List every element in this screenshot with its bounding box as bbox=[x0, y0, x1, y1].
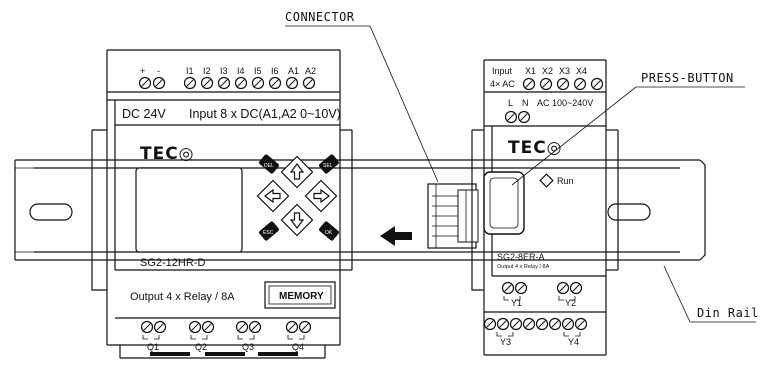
memory-label: MEMORY bbox=[279, 291, 324, 302]
terminal-label: Y4 bbox=[568, 337, 579, 347]
terminal-label: Q4 bbox=[292, 342, 304, 352]
press-button-callout: PRESS-BUTTON bbox=[511, 71, 745, 186]
brand-logo: TEC◎ bbox=[508, 138, 563, 158]
output-label: Output 4 x Relay / 8A bbox=[497, 264, 550, 270]
key-label: DEL bbox=[264, 163, 274, 169]
terminal-label: L bbox=[508, 98, 513, 108]
run-indicator-icon bbox=[539, 173, 554, 188]
terminal-label: Q3 bbox=[242, 342, 254, 352]
connector bbox=[427, 183, 479, 249]
terminal-label: N bbox=[522, 98, 529, 108]
key-label: OK bbox=[325, 230, 333, 236]
sel-key[interactable] bbox=[318, 154, 340, 175]
arrow-up-icon bbox=[289, 163, 305, 180]
expansion-module: Input 4× AC X1 X2 X3 X4 L N AC 100~240V … bbox=[471, 59, 619, 356]
terminal-label: A1 bbox=[288, 66, 299, 76]
left-key[interactable] bbox=[256, 179, 290, 213]
terminal-label: I5 bbox=[254, 66, 262, 76]
down-key[interactable] bbox=[280, 203, 314, 237]
terminal-label: Y3 bbox=[500, 337, 511, 347]
input-type-label: 4× AC bbox=[490, 79, 515, 89]
input-label: Input bbox=[492, 66, 513, 76]
terminal-label: Y1 bbox=[511, 298, 522, 308]
power-label: AC 100~240V bbox=[537, 98, 593, 108]
arrow-down-icon bbox=[289, 212, 305, 229]
press-button-label: PRESS-BUTTON bbox=[641, 71, 734, 85]
terminal-label: A2 bbox=[305, 66, 316, 76]
up-key[interactable] bbox=[280, 155, 314, 189]
terminal-label: + bbox=[140, 66, 145, 76]
brand-logo: TEC◎ bbox=[140, 144, 195, 164]
keypad: DEL SEL ESC OK bbox=[256, 154, 340, 242]
main-plc-unit: + - I1 I2 I3 I4 I5 I6 A1 A2 DC 24V Input… bbox=[91, 49, 353, 359]
arrow-right-icon bbox=[313, 188, 330, 204]
del-key[interactable] bbox=[258, 154, 280, 175]
key-label: SEL bbox=[323, 163, 333, 169]
model-label: SG2-8ER-A bbox=[497, 252, 545, 262]
run-label: Run bbox=[557, 176, 574, 186]
input-label: Input 8 x DC(A1,A2 0~10V) bbox=[189, 107, 341, 121]
model-label: SG2-12HR-D bbox=[140, 257, 205, 269]
lcd-screen bbox=[135, 167, 243, 253]
power-label: DC 24V bbox=[122, 107, 166, 121]
key-label: ESC bbox=[263, 230, 274, 236]
terminal-label: I3 bbox=[220, 66, 228, 76]
arrow-left-icon bbox=[264, 188, 281, 204]
input-screw-terminals bbox=[522, 77, 604, 91]
left-arrow-icon bbox=[380, 226, 412, 246]
din-rail bbox=[14, 159, 706, 261]
connector-label: CONNECTOR bbox=[285, 10, 355, 24]
terminal-label: X3 bbox=[559, 66, 570, 76]
power-screw-terminals bbox=[504, 110, 531, 124]
terminal-label: Q1 bbox=[147, 342, 159, 352]
din-rail-label: Din Rail bbox=[697, 306, 759, 320]
terminal-label: I6 bbox=[271, 66, 279, 76]
terminal-label: X2 bbox=[542, 66, 553, 76]
top-screw-terminals bbox=[138, 76, 316, 90]
terminal-label: Q2 bbox=[195, 342, 207, 352]
din-rail-callout: Din Rail bbox=[663, 265, 759, 323]
ok-key[interactable] bbox=[318, 221, 340, 242]
terminal-label: X1 bbox=[525, 66, 536, 76]
output-label: Output 4 x Relay / 8A bbox=[130, 291, 235, 303]
terminal-label: - bbox=[157, 66, 160, 76]
output-screw-terminals bbox=[140, 320, 312, 334]
terminal-label: X4 bbox=[576, 66, 587, 76]
right-key[interactable] bbox=[304, 179, 338, 213]
connector-callout: CONNECTOR bbox=[285, 10, 439, 183]
terminal-label: I1 bbox=[186, 66, 194, 76]
esc-key[interactable] bbox=[258, 221, 280, 242]
terminal-label: I4 bbox=[237, 66, 245, 76]
terminal-label: Y2 bbox=[565, 298, 576, 308]
terminal-label: I2 bbox=[203, 66, 211, 76]
